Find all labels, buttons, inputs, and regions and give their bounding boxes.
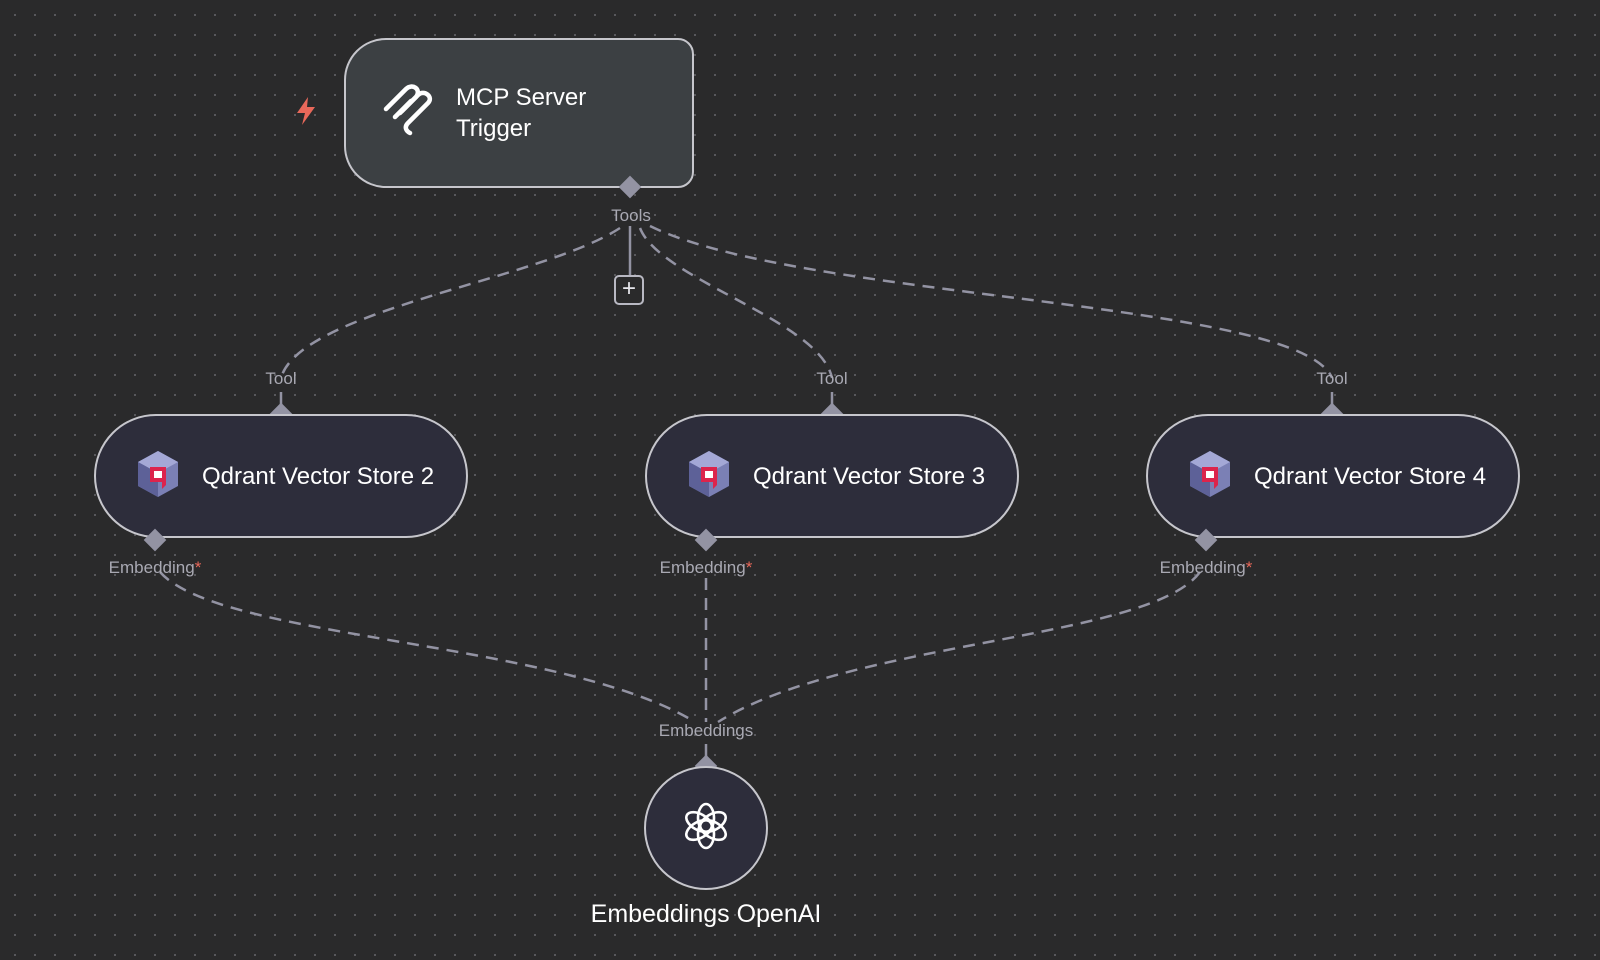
- node-title: Qdrant Vector Store 4: [1254, 462, 1487, 490]
- node-qdrant-vector-store-4[interactable]: Qdrant Vector Store 4: [1146, 414, 1520, 538]
- connection-tools-to-store4: [649, 224, 1334, 379]
- required-mark: *: [745, 558, 753, 577]
- connection-tools-to-store3: [638, 227, 834, 379]
- port-label-embedding-store3: Embedding*: [659, 558, 753, 577]
- node-qdrant-vector-store-3[interactable]: Qdrant Vector Store 3: [645, 414, 1019, 538]
- mcp-icon: [382, 83, 434, 144]
- trigger-bolt-icon: [294, 96, 318, 131]
- port-label-tools: Tools: [611, 206, 651, 225]
- port-label-embedding-store4: Embedding*: [1159, 558, 1253, 577]
- node-mcp-server-trigger[interactable]: MCP Server Trigger: [344, 38, 694, 188]
- required-mark: *: [194, 558, 202, 577]
- connection-store2-to-embeddings: [159, 571, 696, 724]
- port-label-embedding-store2: Embedding*: [108, 558, 202, 577]
- openai-icon: [680, 800, 732, 857]
- node-title: Qdrant Vector Store 3: [753, 462, 986, 490]
- qdrant-icon: [687, 449, 731, 504]
- port-label-tool-store4: Tool: [1316, 369, 1348, 388]
- node-title-embeddings-openai: Embeddings OpenAI: [590, 900, 822, 928]
- qdrant-icon: [1188, 449, 1232, 504]
- node-title: MCP Server Trigger: [456, 84, 587, 142]
- connection-store4-to-embeddings: [717, 571, 1202, 724]
- add-tool-button[interactable]: +: [614, 275, 644, 305]
- node-embeddings-openai[interactable]: [644, 766, 768, 890]
- qdrant-icon: [136, 449, 180, 504]
- port-label-tool-store2: Tool: [265, 369, 297, 388]
- port-label-embeddings: Embeddings: [658, 721, 754, 740]
- port-label-tool-store3: Tool: [816, 369, 848, 388]
- node-qdrant-vector-store-2[interactable]: Qdrant Vector Store 2: [94, 414, 468, 538]
- connection-tools-to-store2: [279, 226, 621, 379]
- node-title: Qdrant Vector Store 2: [202, 462, 435, 490]
- required-mark: *: [1245, 558, 1253, 577]
